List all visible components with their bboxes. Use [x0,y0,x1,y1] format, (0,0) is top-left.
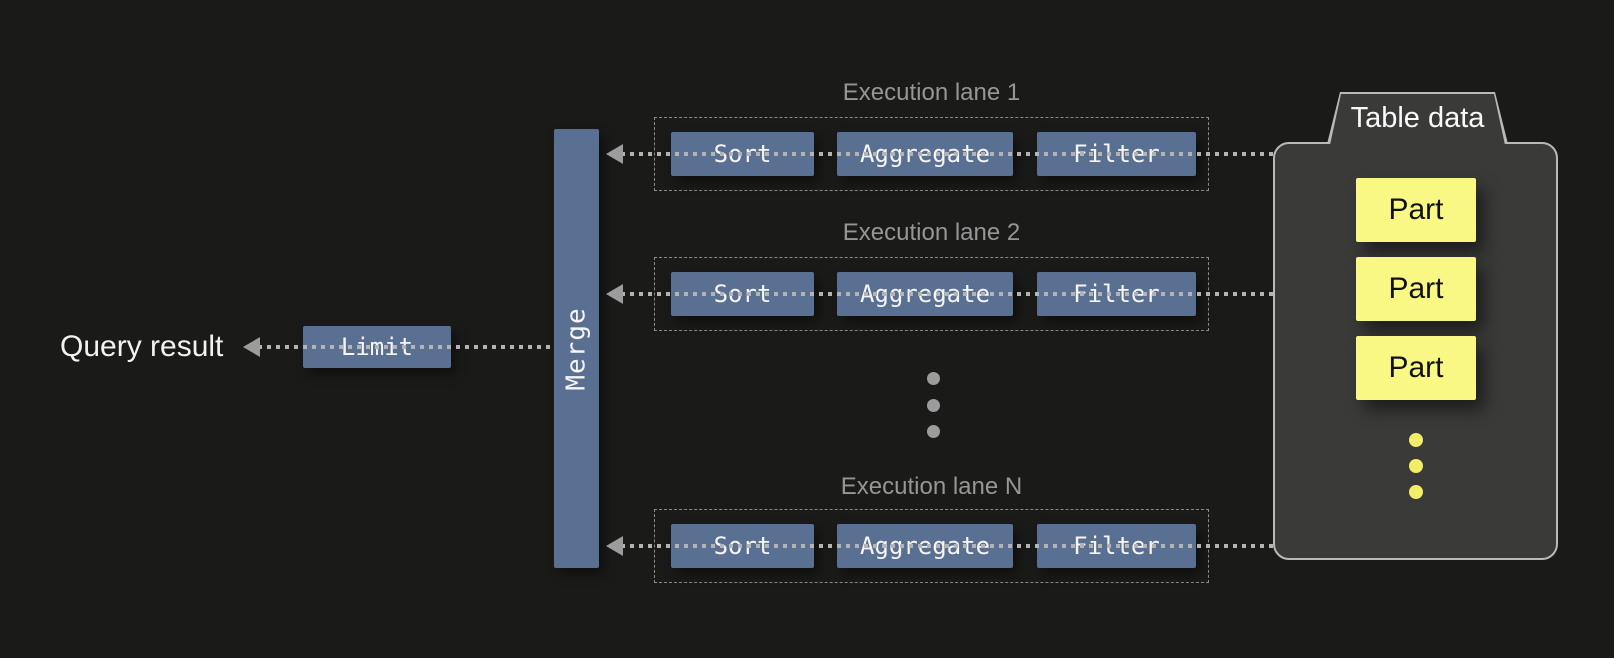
connector-lane-n [621,544,1273,548]
part-node: Part [1356,336,1476,400]
query-result-label: Query result [60,330,224,363]
lanes-ellipsis-dot [927,399,940,412]
connector-lane-2 [621,292,1273,296]
arrowhead-lane-n-icon [606,536,623,556]
arrowhead-lane-1-icon [606,144,623,164]
part-node: Part [1356,257,1476,321]
part-node-label: Part [1388,272,1444,305]
connector-merge-to-query-result [258,345,554,349]
connector-lane-1 [621,152,1273,156]
table-data-title: Table data [1350,102,1485,134]
merge-node: Merge [554,129,599,568]
table-data-tab [1330,94,1505,145]
parts-ellipsis-dot [1409,433,1423,447]
lanes-ellipsis-dot [927,372,940,385]
part-node: Part [1356,178,1476,242]
arrowhead-lane-2-icon [606,284,623,304]
lanes-ellipsis-dot [927,425,940,438]
merge-node-label: Merge [561,306,592,391]
part-node-label: Part [1388,193,1444,226]
part-node-label: Part [1388,351,1444,384]
lane-1-title: Execution lane 1 [842,79,1021,106]
lane-n-title: Execution lane N [840,473,1023,500]
parts-ellipsis-dot [1409,485,1423,499]
parts-ellipsis-dot [1409,459,1423,473]
lane-2-title: Execution lane 2 [842,219,1021,246]
arrowhead-to-query-result-icon [243,337,260,357]
